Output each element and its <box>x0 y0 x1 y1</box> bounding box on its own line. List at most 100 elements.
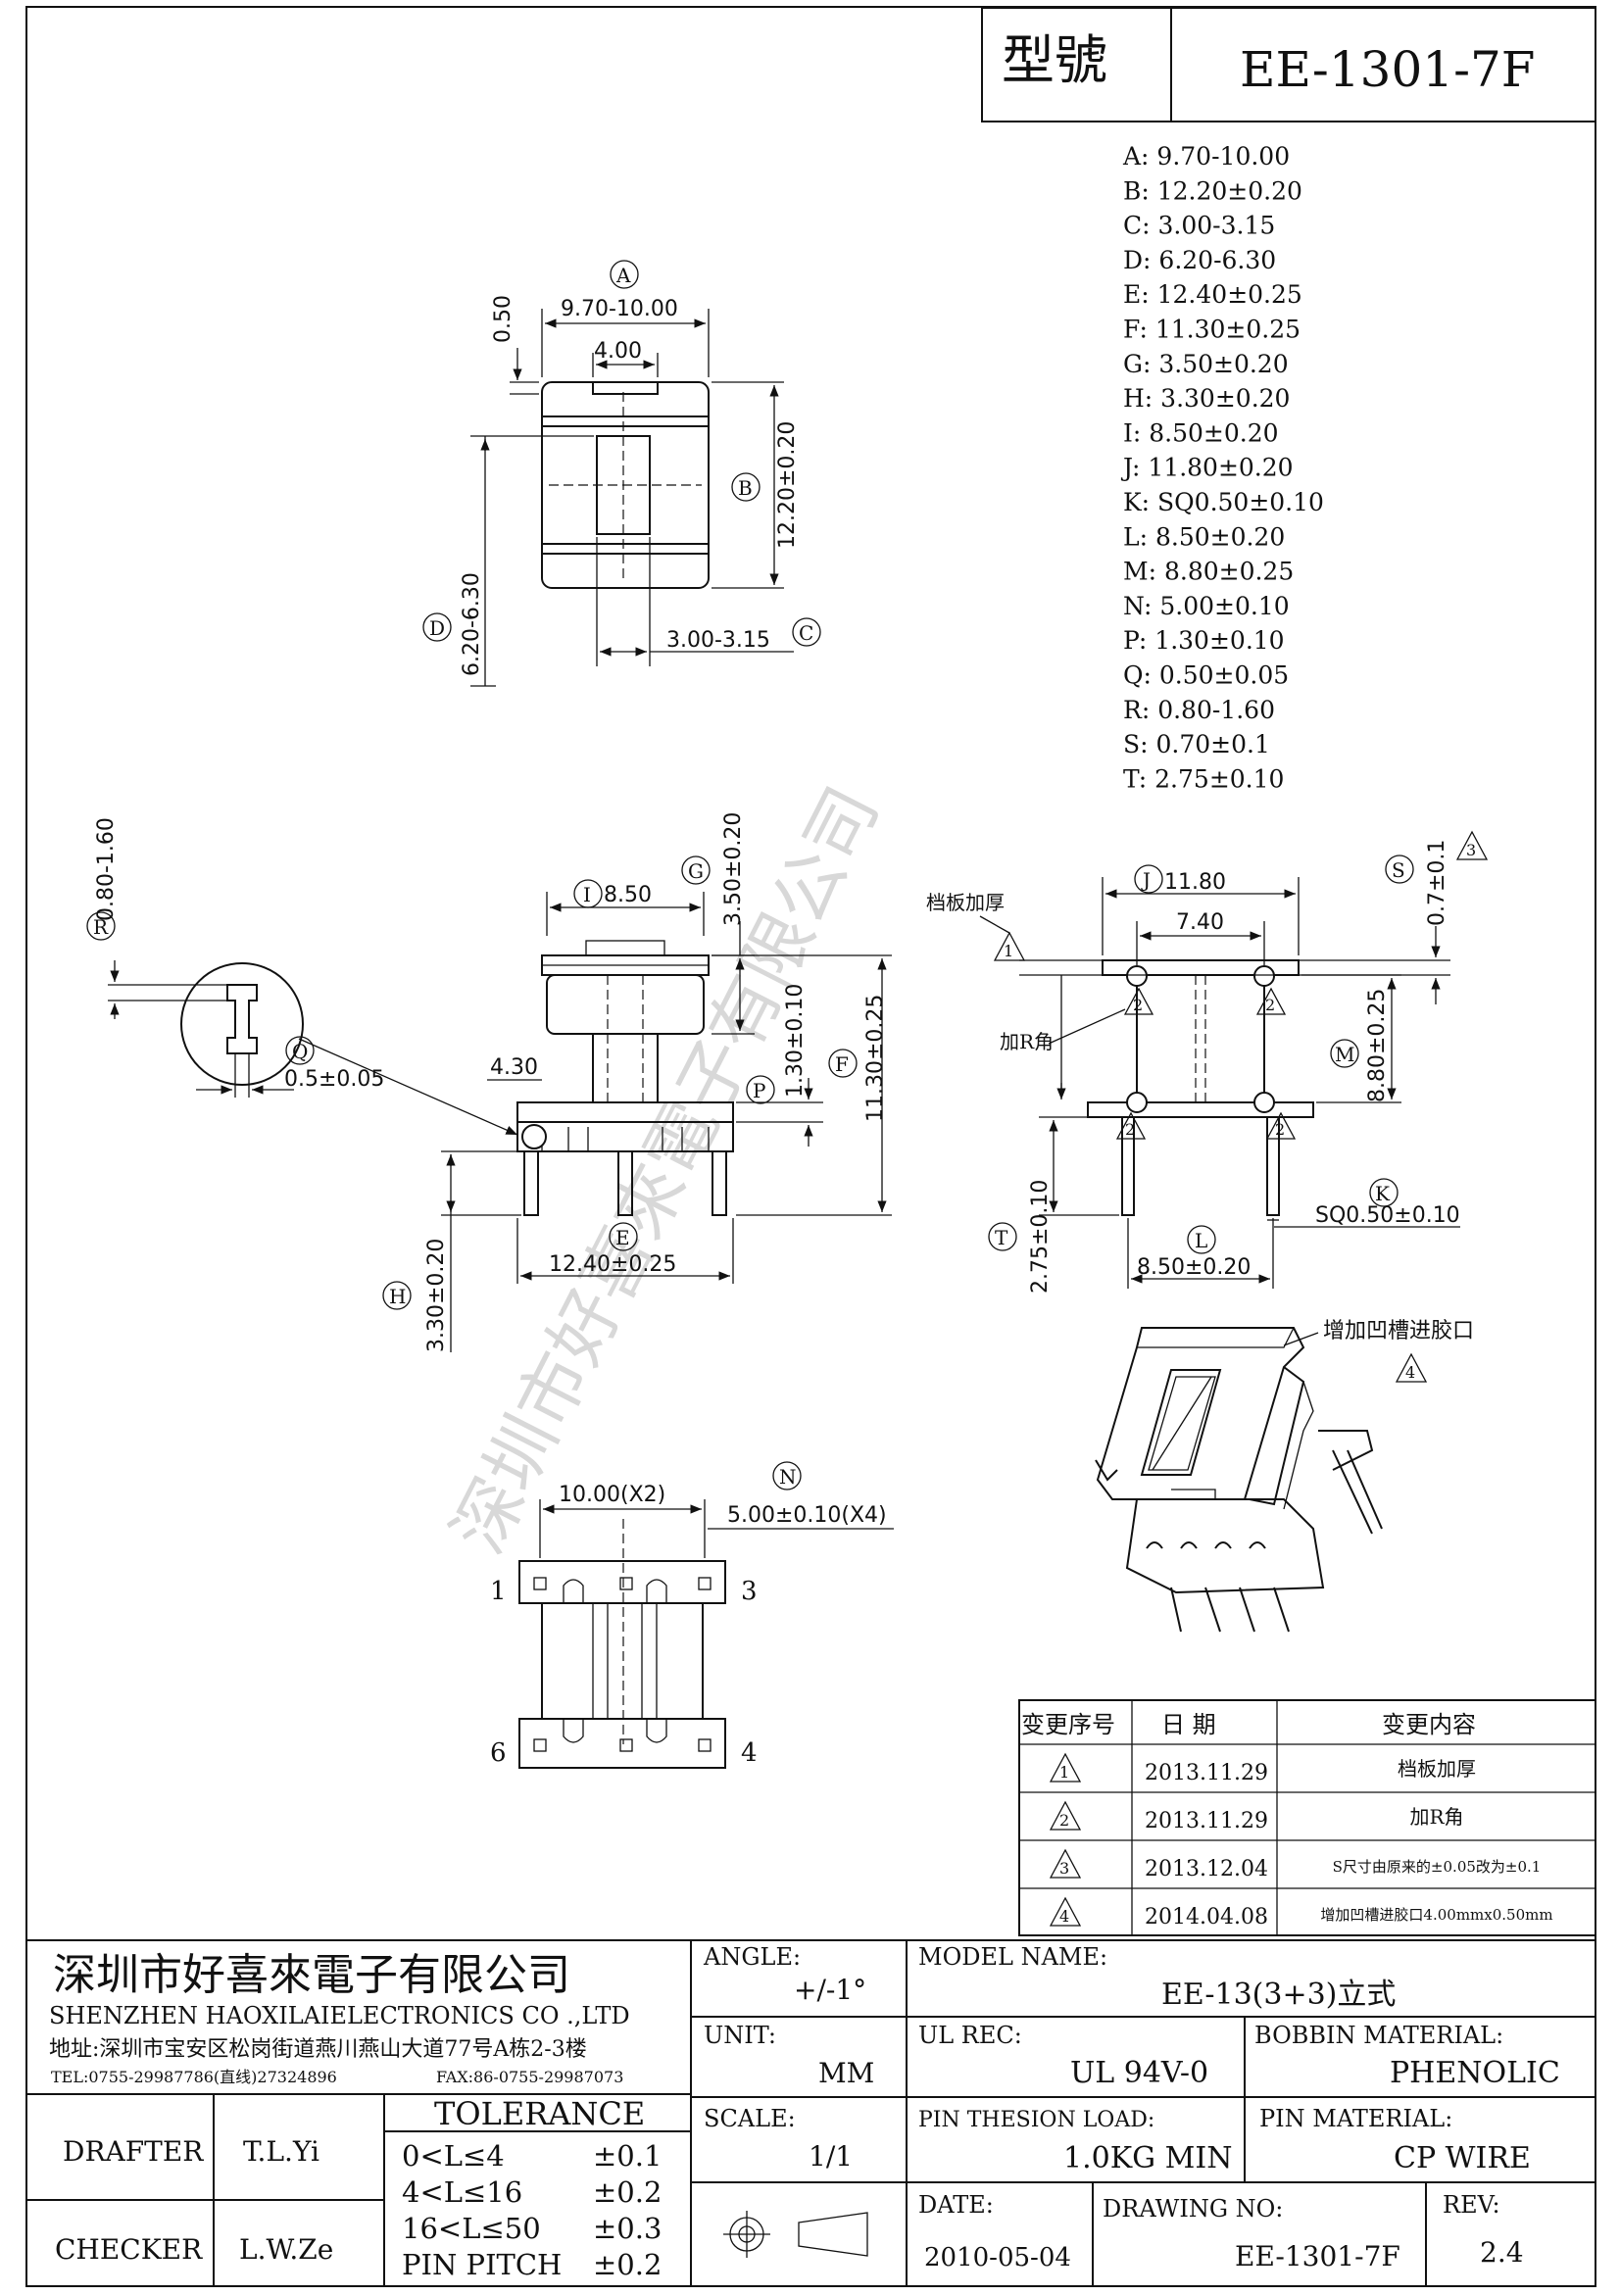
spec-item: Q: 0.50±0.05 <box>1123 661 1289 690</box>
spec-item: N: 5.00±0.10 <box>1123 592 1290 620</box>
iso-note: 增加凹槽进胶口 <box>1323 1319 1474 1343</box>
spec-item: G: 3.50±0.20 <box>1123 350 1289 378</box>
drafter-label: DRAFTER <box>63 2135 204 2168</box>
tolerance-value: ±0.3 <box>593 2212 662 2245</box>
spec-item: L: 8.50±0.20 <box>1123 522 1285 551</box>
tolerance-label: TOLERANCE <box>434 2095 645 2132</box>
dim-e: 12.40±0.25 <box>549 1252 676 1277</box>
tolerance-range: 16<L≤50 <box>402 2212 541 2245</box>
dim-q-marker-letter: Q <box>292 1040 308 1063</box>
bobbin-value: PHENOLIC <box>1390 2056 1560 2090</box>
spec-item: J: 11.80±0.20 <box>1120 454 1294 482</box>
dim-m-marker <box>1330 1039 1359 1068</box>
tolerance-value: ±0.2 <box>593 2175 662 2209</box>
dim-d-marker <box>422 612 452 642</box>
rev-row-date: 2013.11.29 <box>1145 1809 1268 1833</box>
dim-q: 0.5±0.05 <box>284 1067 384 1092</box>
svg-text:1: 1 <box>1004 942 1013 960</box>
dim-t-marker <box>988 1222 1017 1251</box>
rev-row-mark: 1 <box>1059 1763 1069 1782</box>
unit-label: UNIT: <box>704 2022 776 2049</box>
dim-i: 8.50 <box>604 883 652 907</box>
spec-item: K: SQ0.50±0.10 <box>1123 488 1324 516</box>
rev-header-content: 变更内容 <box>1382 1711 1476 1738</box>
svg-text:3: 3 <box>1466 841 1476 859</box>
dim-c: 3.00-3.15 <box>666 628 770 653</box>
model-header: 型號 EE-1301-7F <box>981 7 1596 122</box>
dim-g-marker-letter: G <box>688 859 704 883</box>
date-label: DATE: <box>918 2191 994 2219</box>
dim-pitch: 5.00±0.10(X4) <box>727 1503 887 1528</box>
checker-label: CHECKER <box>55 2233 203 2266</box>
dim-s-marker-letter: S <box>1392 858 1405 882</box>
model-header-label: 型號 <box>1002 29 1107 91</box>
pin-mat-label: PIN MATERIAL: <box>1259 2105 1452 2132</box>
company-cn: 深圳市好喜來電子有限公司 <box>53 1950 570 2000</box>
date-value: 2010-05-04 <box>924 2243 1071 2272</box>
front-view: I 8.50 G 3.50±0.20 1.30±0.10 P F 11.30±0… <box>86 812 892 1352</box>
dim-430: 4.30 <box>490 1055 538 1080</box>
dim-e-marker <box>609 1222 638 1251</box>
dim-m-marker-letter: M <box>1335 1043 1354 1066</box>
dim-c-marker-letter: C <box>799 621 813 645</box>
pin-mat-value: CP WIRE <box>1394 2141 1531 2175</box>
dim-i-marker-letter: I <box>583 883 591 906</box>
bottom-view: 10.00(X2) 5.00±0.10(X4) N 1 3 6 4 <box>490 1461 894 1769</box>
spec-list: A: 9.70-10.00B: 12.20±0.20C: 3.00-3.15D:… <box>1120 142 1324 793</box>
pin-6: 6 <box>490 1738 507 1768</box>
rev-row-date: 2013.11.29 <box>1145 1761 1268 1785</box>
rev-value: 2.4 <box>1480 2236 1524 2269</box>
pin-load-label: PIN THESION LOAD: <box>918 2108 1154 2132</box>
drawing-no-value: EE-1301-7F <box>1235 2240 1400 2272</box>
spec-item: R: 0.80-1.60 <box>1123 696 1275 724</box>
dim-r: 0.80-1.60 <box>94 817 119 921</box>
dim-n-marker-letter: N <box>779 1465 797 1489</box>
ul-value: UL 94V-0 <box>1070 2056 1208 2090</box>
tolerance-range: PIN PITCH <box>402 2248 562 2281</box>
svg-text:2: 2 <box>1275 1120 1285 1139</box>
dim-r-marker <box>86 911 116 941</box>
spec-item: E: 12.40±0.25 <box>1123 280 1302 309</box>
svg-text:4: 4 <box>1405 1363 1415 1382</box>
dim-inner: 4.00 <box>594 339 642 364</box>
dim-b-marker <box>731 472 761 502</box>
watermark: 深圳市好喜來電子有限公司 <box>436 774 894 1566</box>
dim-b: 12.20±0.20 <box>775 421 800 549</box>
dim-050: 0.50 <box>491 295 515 343</box>
scale-label: SCALE: <box>704 2105 796 2132</box>
model-name-label: MODEL NAME: <box>918 1943 1107 1971</box>
dim-h-marker-letter: H <box>389 1285 406 1308</box>
drafter-value: T.L.Yi <box>243 2135 319 2168</box>
dim-p-marker-letter: P <box>753 1079 765 1102</box>
note-2: 加R角 <box>1000 1030 1054 1053</box>
dim-d-marker-letter: D <box>429 616 445 640</box>
svg-text:2: 2 <box>1133 996 1143 1014</box>
rev-header-date: 日 期 <box>1161 1711 1216 1738</box>
bobbin-label: BOBBIN MATERIAL: <box>1254 2022 1503 2049</box>
tolerance-value: ±0.2 <box>593 2248 662 2281</box>
dim-e-marker-letter: E <box>615 1226 630 1249</box>
pin-3: 3 <box>741 1577 758 1606</box>
rev-row-content: 增加凹槽进胶口4.00mmx0.50mm <box>1320 1906 1552 1924</box>
dim-l: 8.50±0.20 <box>1137 1255 1251 1280</box>
model-header-value: EE-1301-7F <box>1240 41 1535 98</box>
angle-value: +/-1° <box>794 1974 866 2006</box>
dim-a-marker <box>610 260 639 289</box>
spec-item: H: 3.30±0.20 <box>1123 384 1290 413</box>
unit-value: MM <box>818 2057 874 2089</box>
note-1: 档板加厚 <box>926 891 1005 914</box>
tolerance-range: 0<L≤4 <box>402 2139 505 2173</box>
company-address: 地址:深圳市宝安区松岗街道燕川燕山大道77号A栋2-3楼 <box>49 2037 587 2062</box>
company-fax: FAX:86-0755-29987073 <box>436 2068 623 2086</box>
dim-d: 6.20-6.30 <box>460 572 484 676</box>
svg-text:2: 2 <box>1125 1120 1135 1139</box>
pin-4: 4 <box>741 1738 758 1768</box>
checker-value: L.W.Ze <box>239 2233 333 2266</box>
rev-header-no: 变更序号 <box>1021 1711 1115 1738</box>
rev-row-date: 2013.12.04 <box>1145 1857 1268 1881</box>
pin-load-value: 1.0KG MIN <box>1063 2141 1232 2175</box>
dim-a-marker-letter: A <box>615 264 631 287</box>
